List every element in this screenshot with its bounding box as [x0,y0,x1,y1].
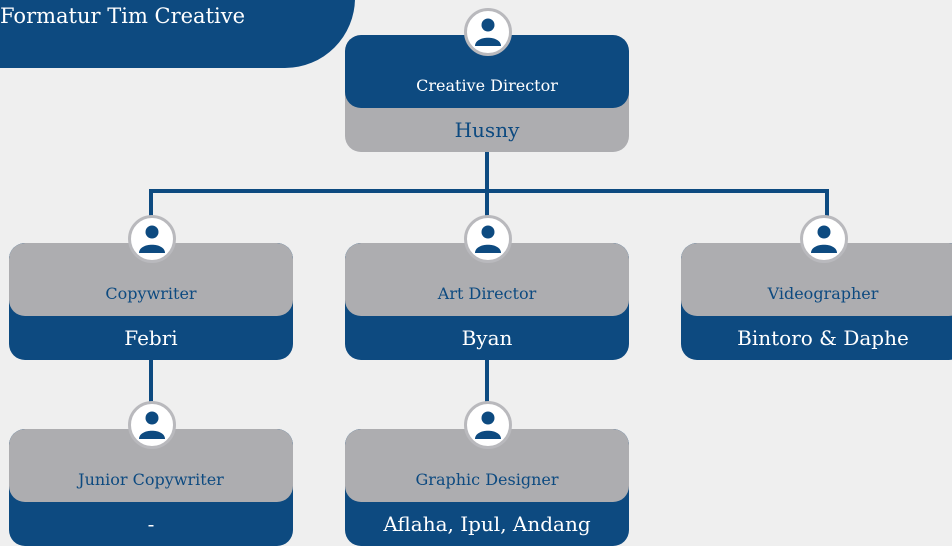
node-name: - [147,512,155,536]
node-name: Aflaha, Ipul, Andang [383,512,591,536]
node-role: Art Director [345,243,629,316]
node-role: Copywriter [9,243,293,316]
person-icon [464,8,512,56]
node-art-director: Art Director Byan [345,243,629,360]
title-banner [0,0,355,68]
page-title: Formatur Tim Creative [0,4,246,28]
person-icon [800,215,848,263]
person-icon [128,401,176,449]
node-role: Creative Director [345,35,629,108]
node-videographer: Videographer Bintoro & Daphe [681,243,952,360]
person-icon [464,401,512,449]
person-icon [128,215,176,263]
node-name: Bintoro & Daphe [737,326,909,350]
node-name: Byan [461,326,513,350]
person-icon [464,215,512,263]
node-creative-director: Creative Director Husny [345,35,629,152]
node-name: Febri [124,326,178,350]
node-role: Graphic Designer [345,429,629,502]
node-name: Husny [454,118,520,142]
